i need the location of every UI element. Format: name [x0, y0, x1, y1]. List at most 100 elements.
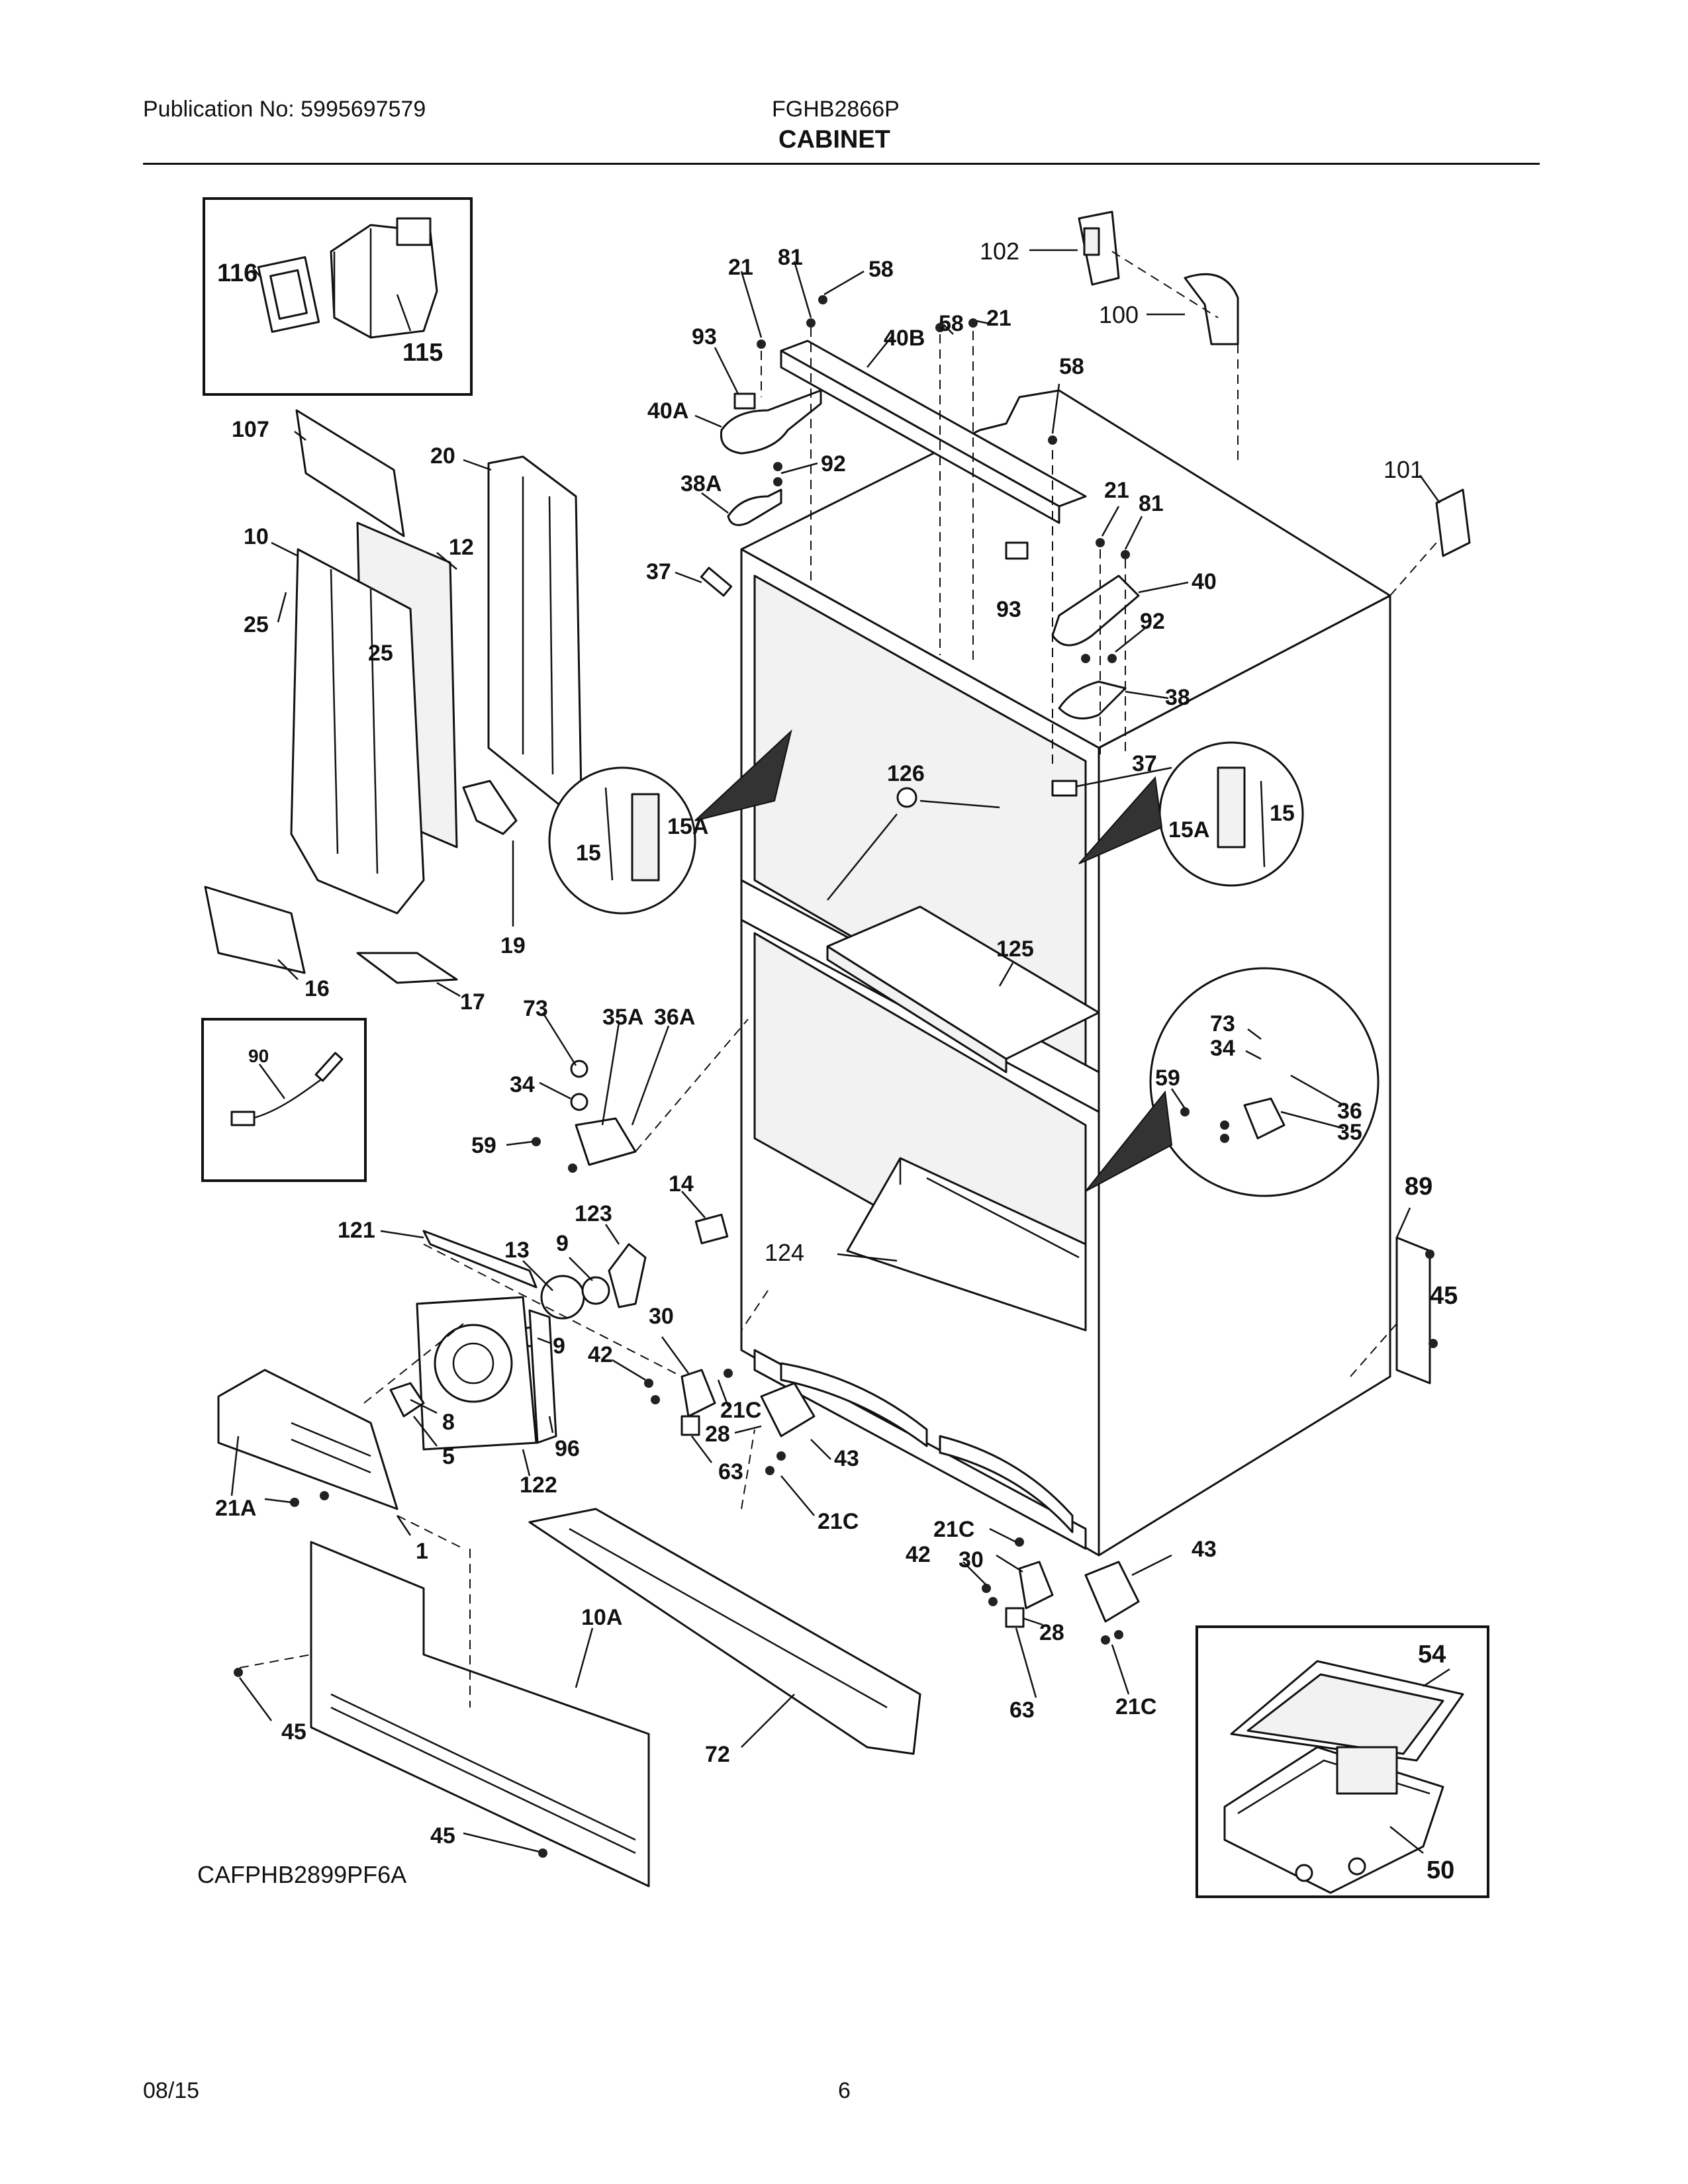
- callout-20: 20: [430, 443, 455, 469]
- callout-81-b: 81: [1139, 491, 1164, 516]
- callout-16: 16: [305, 976, 330, 1001]
- callout-42-a: 42: [588, 1342, 613, 1367]
- callout-93-a: 93: [692, 324, 717, 349]
- callout-58-a: 58: [868, 257, 894, 282]
- callout-40: 40: [1192, 569, 1217, 594]
- detail-circle-hinge: [1085, 967, 1380, 1197]
- callout-40B: 40B: [884, 326, 925, 351]
- callout-10: 10: [244, 524, 269, 549]
- callout-21-a: 21: [728, 255, 753, 280]
- callout-labels: 116 115 107 20 10 12 25 25 19 16 17 15 1…: [215, 238, 1458, 1884]
- detail-circle-right-15: [1078, 741, 1304, 887]
- callout-63-a: 63: [718, 1459, 743, 1484]
- callout-59-b: 59: [1155, 1066, 1180, 1091]
- cabinet-shell: [700, 210, 1471, 1557]
- inset-box-sensor: [201, 1018, 367, 1182]
- callout-45-right: 45: [1430, 1282, 1458, 1310]
- callout-21C-d: 21C: [1115, 1694, 1156, 1719]
- callout-90: 90: [248, 1046, 269, 1066]
- callout-58-b: 58: [939, 311, 964, 336]
- callout-21-c: 21: [1104, 478, 1129, 503]
- callout-125: 125: [996, 936, 1034, 962]
- callout-37-b: 37: [1132, 751, 1157, 776]
- callout-15A-left: 15A: [667, 814, 708, 839]
- callout-28-a: 28: [705, 1422, 730, 1447]
- callout-40A: 40A: [647, 398, 688, 424]
- callout-19: 19: [500, 933, 526, 958]
- screws: [234, 295, 1438, 1858]
- header-rule: [143, 163, 1540, 165]
- callout-30-b: 30: [959, 1547, 984, 1572]
- callout-59-a: 59: [471, 1133, 496, 1158]
- callout-92-b: 92: [1140, 609, 1165, 634]
- callout-63-b: 63: [1009, 1698, 1035, 1723]
- callout-101: 101: [1383, 456, 1423, 483]
- callout-93-b: 93: [996, 597, 1021, 622]
- callout-34-a: 34: [510, 1072, 535, 1097]
- callout-45-a: 45: [281, 1719, 306, 1745]
- leader-lines: [230, 249, 1441, 1853]
- callout-15-right: 15: [1270, 801, 1295, 826]
- callout-73-a: 73: [523, 996, 548, 1021]
- callout-35A: 35A: [602, 1005, 643, 1030]
- callout-34-b: 34: [1210, 1036, 1235, 1061]
- callout-126: 126: [887, 761, 925, 786]
- assembly-dashed-lines: [239, 251, 1437, 1707]
- callout-38: 38: [1165, 685, 1190, 710]
- callout-25-b: 25: [368, 641, 393, 666]
- callout-36: 36: [1337, 1099, 1362, 1124]
- callout-58-c: 58: [1059, 354, 1084, 379]
- callout-102: 102: [980, 238, 1019, 265]
- callout-89: 89: [1405, 1173, 1432, 1201]
- callout-21-b: 21: [986, 306, 1011, 331]
- callout-107: 107: [232, 417, 269, 442]
- callout-96: 96: [555, 1436, 580, 1461]
- callout-121: 121: [338, 1218, 375, 1243]
- callout-43-b: 43: [1192, 1537, 1217, 1562]
- detail-circle-left-15: [548, 729, 792, 915]
- callout-13: 13: [504, 1238, 530, 1263]
- publication-number: Publication No: 5995697579: [143, 97, 426, 122]
- callout-115: 115: [402, 339, 443, 367]
- callout-43-a: 43: [834, 1446, 859, 1471]
- callout-14: 14: [669, 1171, 694, 1197]
- callout-36A: 36A: [654, 1005, 695, 1030]
- callout-124: 124: [765, 1239, 804, 1266]
- callout-21C-a: 21C: [720, 1398, 761, 1423]
- callout-9-b: 9: [553, 1334, 565, 1359]
- callout-73-b: 73: [1210, 1011, 1235, 1036]
- callout-123: 123: [575, 1201, 612, 1226]
- model-number: FGHB2866P: [772, 97, 900, 122]
- callout-10A: 10A: [581, 1605, 622, 1630]
- callout-25-a: 25: [244, 612, 269, 637]
- callout-50: 50: [1427, 1856, 1454, 1884]
- callout-21C-b: 21C: [818, 1509, 859, 1534]
- callout-42-b: 42: [906, 1542, 931, 1567]
- callout-35: 35: [1337, 1120, 1362, 1145]
- callout-116: 116: [217, 259, 258, 287]
- callout-5: 5: [442, 1444, 455, 1469]
- callout-30-a: 30: [649, 1304, 674, 1329]
- lower-machine-area: [217, 1213, 1431, 1888]
- diagram-code: CAFPHB2899PF6A: [197, 1861, 407, 1888]
- callout-54: 54: [1418, 1641, 1446, 1668]
- callout-72: 72: [705, 1742, 730, 1767]
- callout-37-a: 37: [646, 559, 671, 584]
- callout-81-a: 81: [778, 245, 803, 270]
- callout-17: 17: [460, 989, 485, 1015]
- callout-38A: 38A: [680, 471, 722, 496]
- callout-8: 8: [442, 1410, 455, 1435]
- section-title: CABINET: [778, 126, 890, 154]
- callout-15A-right: 15A: [1168, 817, 1209, 842]
- callout-21C-c: 21C: [933, 1517, 974, 1542]
- inset-box-ice-maker: [203, 197, 473, 396]
- callout-9-a: 9: [556, 1231, 569, 1256]
- callout-122: 122: [520, 1473, 557, 1498]
- footer-page-number: 6: [838, 2078, 851, 2103]
- callout-28-b: 28: [1039, 1620, 1064, 1645]
- left-duct-assemblies: [204, 409, 583, 984]
- callout-100: 100: [1099, 301, 1139, 328]
- inset-box-control-board: [1196, 1625, 1489, 1898]
- callout-21A: 21A: [215, 1496, 256, 1521]
